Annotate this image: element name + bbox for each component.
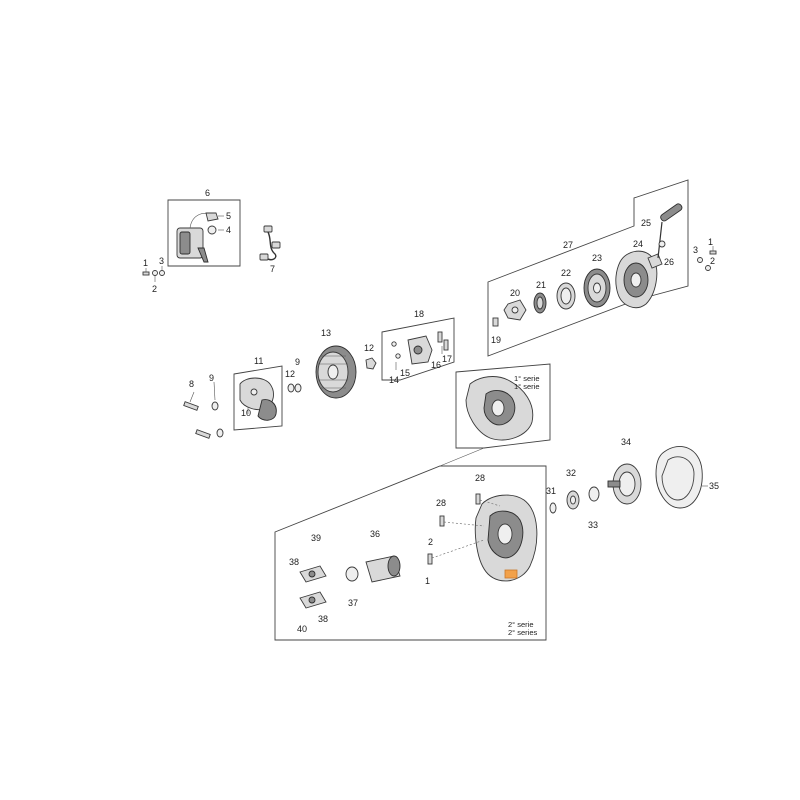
coil-screws[interactable]: 1 3 2 [142, 256, 165, 294]
clutch-shoe-bottom[interactable] [299, 591, 327, 609]
seal-31[interactable]: 31 [546, 486, 557, 514]
callout-2c: 2 [428, 537, 433, 547]
callout-19: 19 [491, 335, 501, 345]
group-18[interactable]: 18 14 15 16 17 [381, 309, 455, 385]
callout-23: 23 [592, 253, 602, 263]
holder-part[interactable] [239, 377, 277, 421]
flywheel-nut[interactable]: 12 [364, 343, 377, 370]
callout-9b: 9 [209, 373, 214, 383]
washers-group[interactable]: 9 12 [285, 357, 302, 393]
callout-6: 6 [205, 188, 210, 198]
callout-28a: 28 [475, 473, 485, 483]
starter-housing[interactable] [615, 250, 663, 308]
circlip-33[interactable]: 33 [588, 486, 600, 530]
callout-18: 18 [414, 309, 424, 319]
starter-pulley[interactable] [583, 268, 611, 308]
callout-22: 22 [561, 268, 571, 278]
callout-36: 36 [370, 529, 380, 539]
flywheel[interactable]: 13 [315, 328, 357, 399]
group-frame-11 [233, 365, 283, 431]
left-screws[interactable]: 8 9 [183, 373, 224, 439]
fuel-valve[interactable] [407, 335, 433, 365]
ignition-cable[interactable]: 7 [259, 225, 281, 274]
crankcase-series-1[interactable]: 1° serie 1° serie [455, 363, 551, 449]
callout-7: 7 [270, 264, 275, 274]
callout-2a: 2 [152, 284, 157, 294]
callout-27: 27 [563, 240, 573, 250]
callout-25: 25 [641, 218, 651, 228]
callout-35: 35 [709, 481, 719, 491]
starter-group[interactable]: 27 19 20 21 22 23 [487, 179, 689, 357]
clutch-drum-34[interactable]: 34 [607, 437, 642, 505]
callout-8: 8 [189, 379, 194, 389]
callout-5: 5 [226, 211, 231, 221]
callout-33: 33 [588, 520, 598, 530]
callout-26: 26 [664, 257, 674, 267]
callout-1b: 1 [708, 237, 713, 247]
ignition-coil-group[interactable]: 6 5 4 [167, 188, 241, 267]
callout-38b: 38 [318, 614, 328, 624]
callout-3a: 3 [159, 256, 164, 266]
callout-28b: 28 [436, 498, 446, 508]
crankcase-half[interactable] [474, 494, 538, 582]
callout-1a: 1 [143, 258, 148, 268]
starter-handle[interactable] [657, 203, 683, 259]
ignition-coil[interactable] [176, 212, 219, 263]
callout-31: 31 [546, 486, 556, 496]
note-series2-en: 2° series [508, 628, 538, 637]
group-frame-27 [487, 179, 689, 357]
callout-9a: 9 [295, 357, 300, 367]
spring-cup[interactable] [556, 282, 576, 310]
callout-39: 39 [311, 533, 321, 543]
callout-16: 16 [431, 360, 441, 370]
callout-2b: 2 [710, 256, 715, 266]
starter-screw[interactable] [492, 317, 499, 327]
callout-34: 34 [621, 437, 631, 447]
highlight-marker[interactable] [504, 569, 518, 579]
group-11[interactable]: 11 10 [233, 356, 283, 431]
callout-20: 20 [510, 288, 520, 298]
note-series2-it: 2° serie [508, 620, 534, 629]
callout-12a: 12 [364, 343, 374, 353]
callout-12b: 12 [285, 369, 295, 379]
callout-38a: 38 [289, 557, 299, 567]
spark-plug-cap[interactable] [207, 225, 217, 235]
group-frame-18 [381, 317, 455, 381]
note-series1-it: 1° serie [514, 374, 540, 383]
cover-35[interactable]: 35 [655, 446, 719, 509]
callout-13: 13 [321, 328, 331, 338]
group-frame-6 [167, 199, 241, 267]
callout-14: 14 [389, 375, 399, 385]
clutch-shoe-top[interactable] [299, 565, 327, 583]
needle-bearing[interactable] [365, 555, 401, 583]
callout-17: 17 [442, 354, 452, 364]
callout-40: 40 [297, 624, 307, 634]
callout-21: 21 [536, 280, 546, 290]
callout-24: 24 [633, 239, 643, 249]
callout-1c: 1 [425, 576, 430, 586]
callout-11: 11 [254, 356, 263, 366]
crankcase-series-2-group[interactable]: 28 28 2 1 36 37 39 38 38 40 2° serie 2° … [274, 447, 547, 641]
inset-frame-series-1 [455, 363, 551, 449]
bearing-32[interactable]: 32 [566, 468, 580, 510]
callout-10: 10 [241, 408, 251, 418]
group-frame-series-2 [274, 465, 547, 641]
starter-pawl[interactable] [503, 299, 527, 321]
note-series1-en: 1° serie [514, 382, 540, 391]
callout-32: 32 [566, 468, 576, 478]
starter-screws[interactable]: 1 3 2 [693, 237, 717, 271]
callout-3b: 3 [693, 245, 698, 255]
connector-line [439, 447, 485, 467]
callout-4: 4 [226, 225, 231, 235]
recoil-spring[interactable] [533, 292, 547, 314]
rope-guide[interactable] [658, 240, 666, 248]
retaining-ring[interactable] [345, 566, 359, 582]
callout-15: 15 [400, 368, 410, 378]
callout-37: 37 [348, 598, 358, 608]
